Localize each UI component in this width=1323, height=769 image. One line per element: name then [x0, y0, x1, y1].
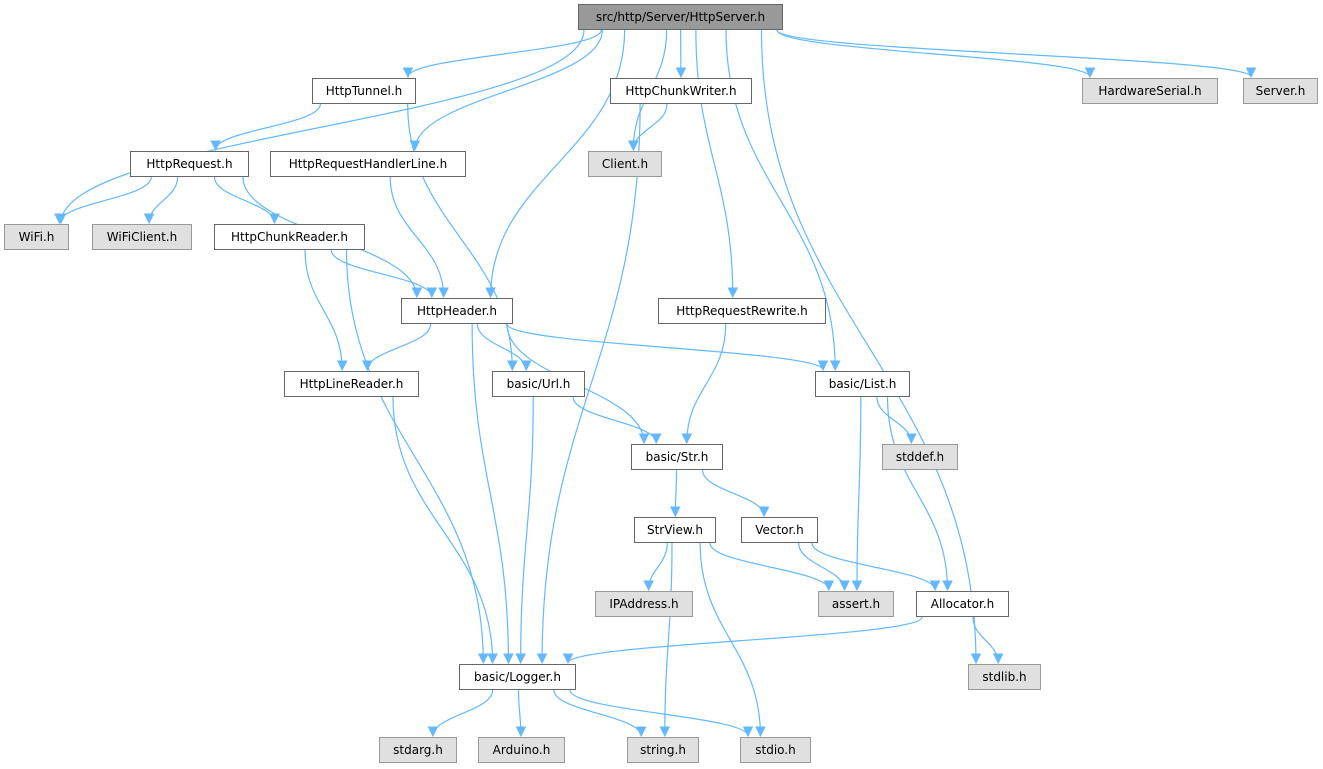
- edge-tunnel-to-url: [407, 103, 518, 372]
- node-chunkwriter[interactable]: HttpChunkWriter.h: [610, 78, 752, 104]
- node-ipaddress[interactable]: IPAddress.h: [595, 591, 693, 617]
- node-stdarg[interactable]: stdarg.h: [379, 737, 457, 763]
- node-header[interactable]: HttpHeader.h: [401, 298, 513, 324]
- edge-vector-to-assert: [798, 542, 850, 592]
- edge-logger-to-stdio: [569, 689, 754, 738]
- edge-logger-to-arduino: [515, 689, 527, 738]
- node-stdio[interactable]: stdio.h: [740, 737, 811, 763]
- node-str[interactable]: basic/Str.h: [631, 444, 723, 470]
- edge-root-to-wifi: [55, 29, 585, 225]
- edge-chunkreader-to-logger: [345, 249, 489, 665]
- node-wifi[interactable]: WiFi.h: [4, 224, 69, 250]
- node-stdlib[interactable]: stdlib.h: [968, 664, 1041, 690]
- node-allocator[interactable]: Allocator.h: [916, 591, 1009, 617]
- node-assert[interactable]: assert.h: [818, 591, 894, 617]
- edge-url-to-logger: [515, 396, 534, 665]
- edge-header-to-list: [506, 323, 829, 372]
- node-handlerline[interactable]: HttpRequestHandlerLine.h: [270, 151, 466, 177]
- node-rewrite[interactable]: HttpRequestRewrite.h: [658, 298, 826, 324]
- edge-root-to-rewrite: [695, 29, 739, 299]
- edge-url-to-str: [572, 396, 662, 445]
- node-stddef[interactable]: stddef.h: [882, 444, 958, 470]
- node-arduino[interactable]: Arduino.h: [478, 737, 565, 763]
- edge-allocator-to-logger: [562, 616, 923, 665]
- node-request[interactable]: HttpRequest.h: [130, 151, 249, 177]
- node-chunkreader[interactable]: HttpChunkReader.h: [214, 224, 365, 250]
- node-url[interactable]: basic/Url.h: [492, 371, 585, 397]
- edge-strview-to-stdio: [699, 542, 766, 738]
- node-string[interactable]: string.h: [627, 737, 699, 763]
- edge-request-to-chunkreader: [213, 176, 280, 225]
- edge-root-to-hwserial: [776, 29, 1096, 79]
- node-wificlient[interactable]: WiFiClient.h: [92, 224, 192, 250]
- edge-logger-to-string: [553, 689, 647, 738]
- edge-strview-to-ipaddress: [643, 542, 668, 592]
- edge-root-to-server: [776, 29, 1257, 79]
- edge-header-to-linereader: [361, 323, 432, 372]
- node-linereader[interactable]: HttpLineReader.h: [284, 371, 419, 397]
- edge-strview-to-string: [659, 542, 673, 738]
- node-list[interactable]: basic/List.h: [815, 371, 910, 397]
- edge-tunnel-to-request: [210, 103, 321, 152]
- edge-chunkwriter-to-client: [628, 103, 668, 152]
- node-hwserial[interactable]: HardwareSerial.h: [1082, 78, 1218, 104]
- edge-root-to-tunnel: [402, 29, 602, 79]
- node-server[interactable]: Server.h: [1243, 78, 1318, 104]
- edge-request-to-wifi: [54, 176, 152, 225]
- node-tunnel[interactable]: HttpTunnel.h: [312, 78, 416, 104]
- node-root: src/http/Server/HttpServer.h: [578, 4, 783, 30]
- edge-list-to-allocator: [886, 396, 953, 592]
- edge-list-to-stddef: [876, 396, 917, 445]
- edge-logger-to-stdarg: [427, 689, 494, 738]
- edge-vector-to-allocator: [811, 542, 941, 592]
- edge-header-to-logger: [471, 323, 514, 665]
- edge-chunkwriter-to-logger: [536, 103, 641, 665]
- node-vector[interactable]: Vector.h: [741, 517, 818, 543]
- edge-header-to-url: [476, 323, 532, 372]
- edge-request-to-wificlient: [143, 176, 179, 225]
- edge-root-to-header: [485, 29, 626, 299]
- node-strview[interactable]: StrView.h: [634, 517, 716, 543]
- edge-rewrite-to-str: [681, 323, 727, 445]
- edge-handlerline-to-header: [389, 176, 450, 299]
- edge-allocator-to-stdlib: [972, 616, 1004, 665]
- edge-root-to-stdlib: [760, 29, 982, 665]
- edge-str-to-strview: [669, 469, 681, 518]
- edge-strview-to-assert: [709, 542, 835, 592]
- edge-str-to-vector: [702, 469, 770, 518]
- edge-root-to-handlerline: [409, 29, 603, 152]
- edge-list-to-assert: [851, 396, 863, 592]
- edge-chunkreader-to-header: [330, 249, 438, 299]
- edge-linereader-to-logger: [392, 396, 498, 665]
- edge-chunkreader-to-linereader: [304, 249, 348, 372]
- node-logger[interactable]: basic/Logger.h: [459, 664, 576, 690]
- node-client[interactable]: Client.h: [588, 151, 662, 177]
